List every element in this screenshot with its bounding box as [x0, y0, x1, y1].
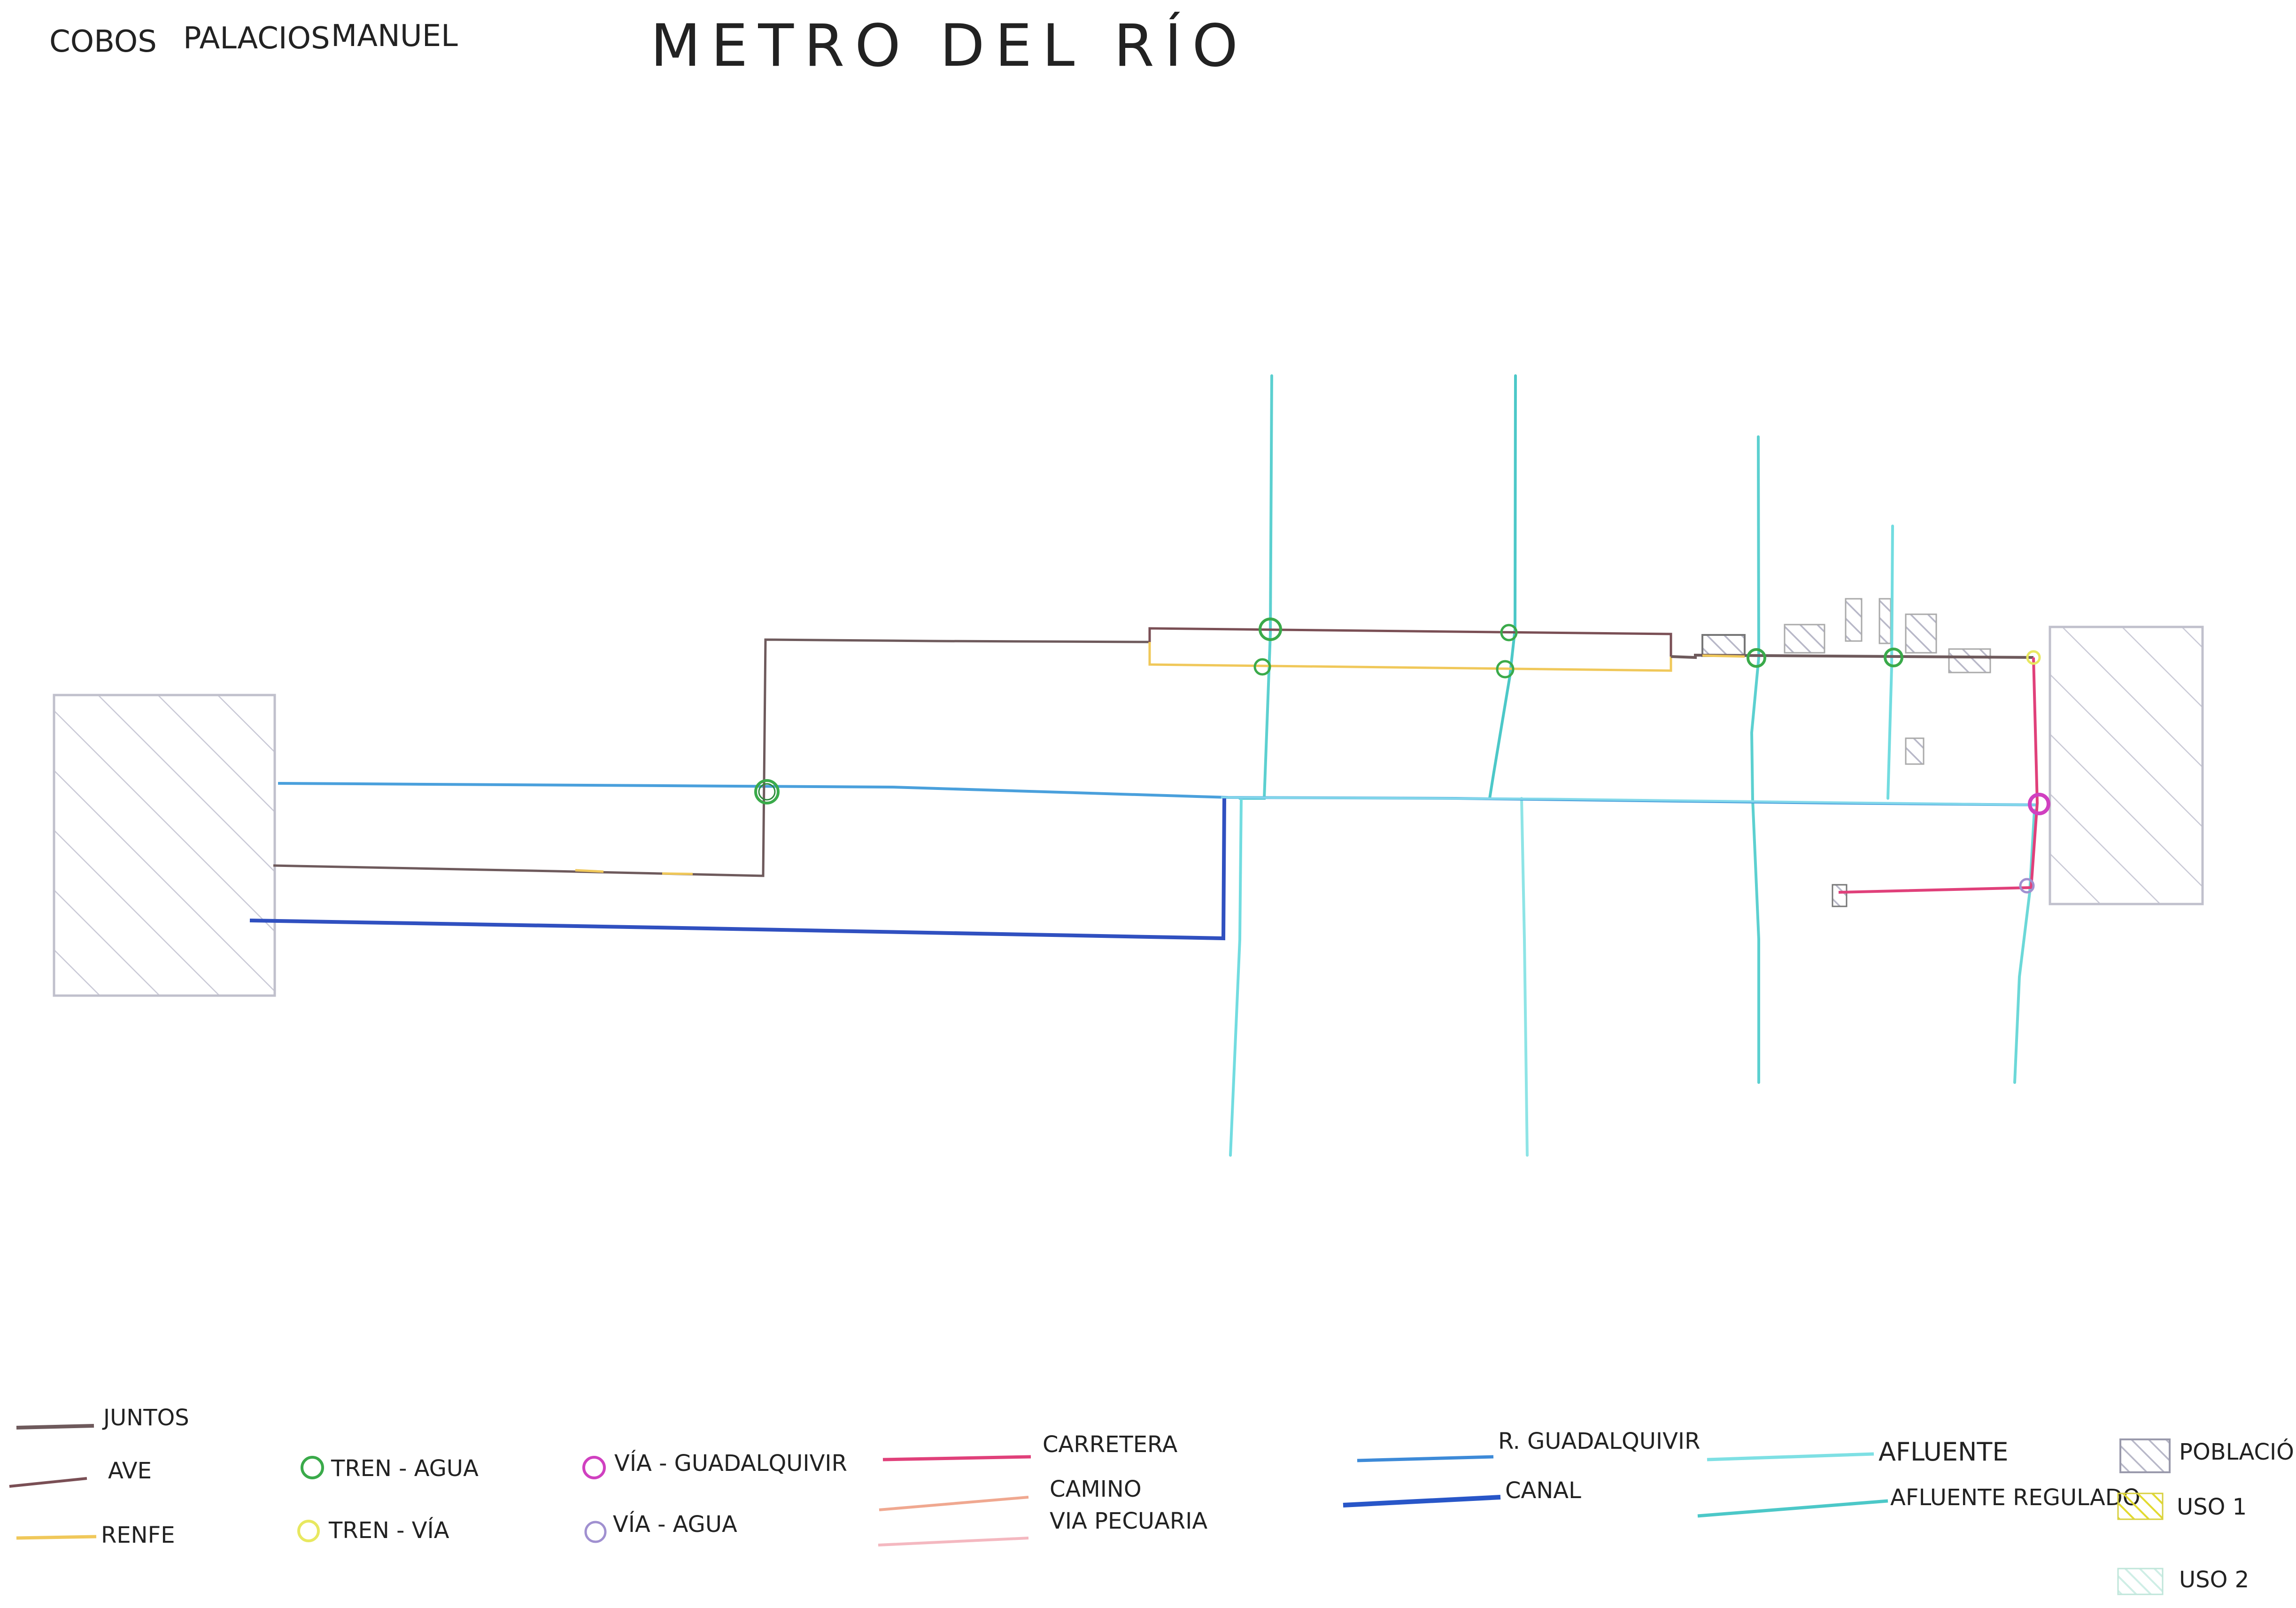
legend-label-afluente-regulado: AFLUENTE REGULADO: [1890, 1484, 2141, 1511]
legend-swatch-poblacion: [2119, 1438, 2171, 1473]
node-train-water: [1884, 648, 1903, 667]
tributary: [1886, 525, 1894, 800]
legend-swatch-ave: [9, 1477, 87, 1488]
legend-label-train-water: TREN - AGUA: [331, 1455, 479, 1482]
legend-label-uso-2: USO 2: [2179, 1567, 2249, 1593]
population-block: [1905, 613, 1937, 654]
population-area-east: [2049, 626, 2204, 905]
page-title: METRO DEL RÍO: [650, 11, 1248, 80]
tributary-regulated: [1750, 435, 1761, 1084]
population-area-west: [53, 694, 276, 997]
legend-label-carretera: CARRETERA: [1043, 1431, 1177, 1458]
population-block: [1948, 648, 1991, 673]
rail-juntos: [273, 638, 1150, 877]
population-block: [1784, 624, 1825, 654]
population-block: [1701, 634, 1746, 657]
node-train-water: [1496, 660, 1515, 679]
legend-swatch-canal: [1343, 1495, 1501, 1508]
tributary: [2013, 809, 2036, 1084]
road-carretera: [1838, 657, 2039, 894]
tributary-regulated: [1238, 374, 1273, 800]
legend-node-road-water: [584, 1521, 607, 1543]
node-train-water: [1500, 624, 1518, 642]
legend-swatch-afluente: [1707, 1452, 1874, 1461]
node-road-guadalquivir: [2028, 793, 2050, 815]
legend-label-canal: CANAL: [1505, 1477, 1581, 1504]
node-train-water: [1259, 618, 1282, 641]
legend-label-guadalquivir: R. GUADALQUIVIR: [1498, 1428, 1700, 1454]
node-train-water: [754, 779, 780, 804]
author-1: COBOS: [49, 24, 157, 59]
tributary: [1229, 797, 1243, 1157]
node-train-road: [2026, 650, 2041, 665]
legend-node-train-water: [301, 1456, 324, 1479]
legend-label-juntos: JUNTOS: [102, 1405, 189, 1431]
rail-lines: [273, 627, 2034, 877]
legend-label-camino: CAMINO: [1050, 1476, 1142, 1502]
population-block: [1832, 884, 1848, 907]
node-road-water: [2019, 878, 2035, 894]
author-3: MANUEL: [331, 19, 458, 54]
canal: [249, 798, 1226, 941]
header: COBOS PALACIOS MANUEL METRO DEL RÍO: [49, 11, 1248, 80]
legend-node-road-guadalquivir: [582, 1456, 606, 1479]
legend-node-train-road: [297, 1520, 320, 1542]
legend-label-ave: AVE: [108, 1458, 152, 1484]
node-train-water: [1253, 658, 1271, 676]
legend-label-road-water: VÍA - AGUA: [613, 1511, 737, 1538]
legend-swatch-carretera: [882, 1455, 1031, 1461]
legend-swatch-afluente-regulado: [1697, 1499, 1888, 1518]
population-areas: [53, 598, 2204, 997]
legend-swatch-via-pecuaria: [878, 1537, 1029, 1546]
legend: JUNTOS AVE RENFE TREN - AGUA TREN - VÍA …: [9, 1405, 2296, 1595]
legend-swatch-uso-2: [2117, 1568, 2164, 1595]
legend-swatch-uso-1: [2117, 1492, 2164, 1520]
rail-ave: [1148, 627, 1672, 657]
legend-label-via-pecuaria: VIA PECUARIA: [1050, 1508, 1207, 1534]
legend-swatch-renfe: [16, 1535, 97, 1540]
tributaries: [1229, 374, 2036, 1157]
rail-renfe-stub: [575, 869, 693, 875]
legend-label-road-guadalquivir: VÍA - GUADALQUIVIR: [614, 1450, 847, 1477]
legend-swatch-guadalquivir: [1357, 1455, 1494, 1462]
population-block: [1845, 598, 1863, 642]
population-block: [1879, 598, 1892, 644]
legend-label-uso-1: USO 1: [2177, 1494, 2247, 1520]
legend-label-train-road: TREN - VÍA: [328, 1517, 449, 1544]
population-block: [1905, 737, 1925, 765]
node-train-water-inner: [758, 783, 776, 801]
river-guadalquivir-shade: [1221, 796, 2039, 806]
tributary-regulated: [1488, 374, 1517, 800]
rail-renfe-stub: [1702, 654, 1745, 658]
legend-label-renfe: RENFE: [101, 1522, 175, 1548]
rail-juntos-east: [1670, 653, 2034, 659]
legend-label-afluente: AFLUENTE: [1879, 1437, 2009, 1467]
legend-swatch-juntos: [16, 1424, 94, 1430]
node-train-water: [1747, 648, 1766, 668]
interchange-nodes: [754, 618, 2050, 894]
legend-label-poblacion: POBLACIÓN: [2179, 1438, 2296, 1465]
author-2: PALACIOS: [183, 21, 330, 56]
rail-renfe: [1148, 642, 1672, 672]
tributary: [1520, 797, 1529, 1157]
legend-swatch-camino: [879, 1496, 1029, 1511]
